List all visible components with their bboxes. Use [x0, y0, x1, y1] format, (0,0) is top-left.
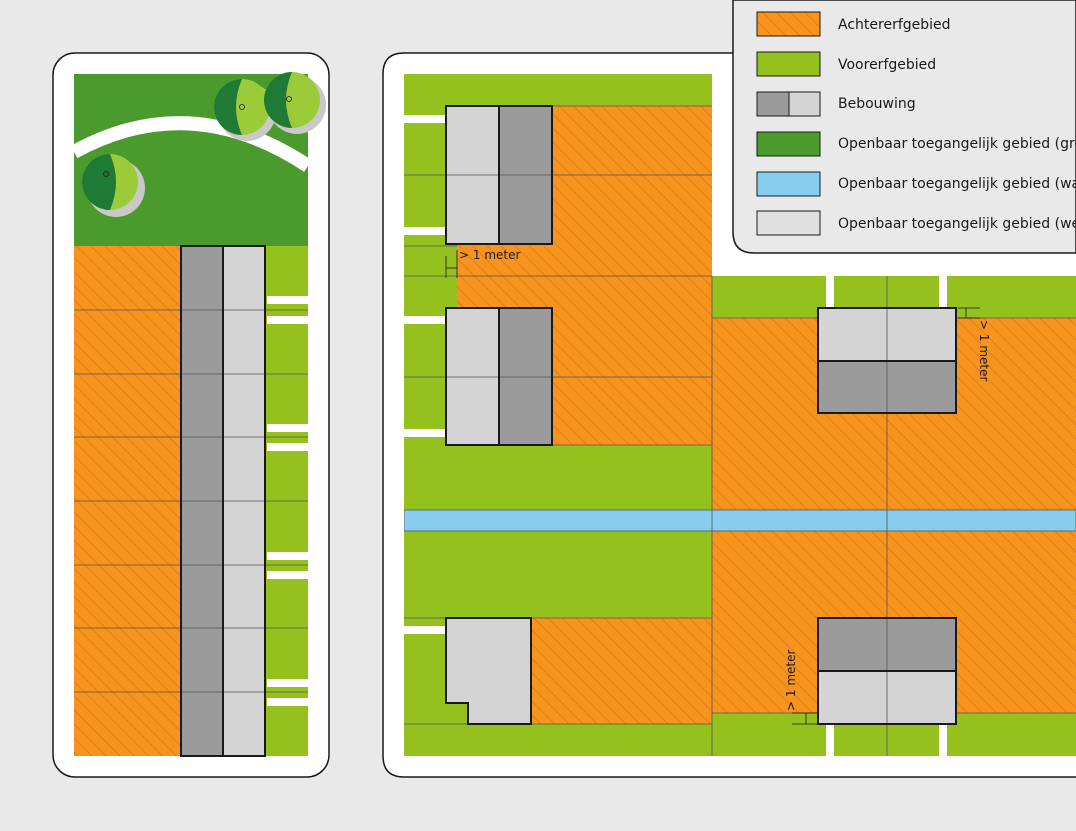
- legend-label: Achtererfgebied: [838, 17, 951, 33]
- driveways: [267, 296, 308, 706]
- backyard-area: [457, 276, 712, 308]
- dimension-marker: > 1 meter: [445, 248, 520, 278]
- tree-icon: [214, 79, 276, 141]
- legend-item-voorerf: Voorerfgebied: [756, 51, 936, 77]
- dimension-label: > 1 meter: [784, 650, 798, 711]
- dimension-label: > 1 meter: [459, 248, 520, 262]
- water-strip: [404, 509, 1076, 532]
- building: [817, 617, 957, 725]
- legend-label: Bebouwing: [838, 96, 916, 112]
- legend-item-achtererf: Achtererfgebied: [756, 11, 951, 37]
- legend-label: Openbaar toegangelijk gebied (water): [838, 176, 1076, 192]
- public-green-area: [70, 72, 326, 246]
- building: [445, 617, 532, 725]
- legend: Achtererfgebied Voorerfgebied Bebouwing …: [732, 0, 1076, 254]
- legend-swatch: [756, 51, 821, 77]
- legend-swatch: [756, 210, 821, 236]
- row-houses: [180, 245, 266, 757]
- legend-label: Voorerfgebied: [838, 57, 936, 73]
- legend-item-water: Openbaar toegangelijk gebied (water): [756, 171, 1076, 197]
- legend-swatch: [756, 11, 821, 37]
- driveways: [404, 115, 947, 756]
- dimension-label: > 1 meter: [977, 320, 991, 381]
- backyard-area: [552, 308, 712, 445]
- left-panel: [52, 52, 330, 778]
- legend-item-groen: Openbaar toegangelijk gebied (groen): [756, 131, 1076, 157]
- building: [817, 307, 957, 414]
- dimension-marker: > 1 meter: [784, 650, 818, 725]
- backyard-area: [457, 246, 712, 276]
- right-panel: > 1 meter > 1 meter > 1 meter: [382, 52, 1076, 778]
- legend-item-bebouwing: Bebouwing: [756, 91, 916, 117]
- building: [445, 105, 553, 245]
- dimension-marker: > 1 meter: [958, 307, 991, 381]
- building: [445, 307, 553, 446]
- tree-icon: [264, 72, 326, 134]
- curved-path: [70, 116, 312, 172]
- legend-swatch: [756, 171, 821, 197]
- legend-label: Openbaar toegangelijk gebied (groen): [838, 136, 1076, 152]
- backyard-area: [531, 618, 712, 724]
- legend-swatch: [756, 131, 821, 157]
- legend-label: Openbaar toegangelijk gebied (weg): [838, 216, 1076, 232]
- legend-item-weg: Openbaar toegangelijk gebied (weg): [756, 210, 1076, 236]
- tree-icon: [82, 154, 145, 217]
